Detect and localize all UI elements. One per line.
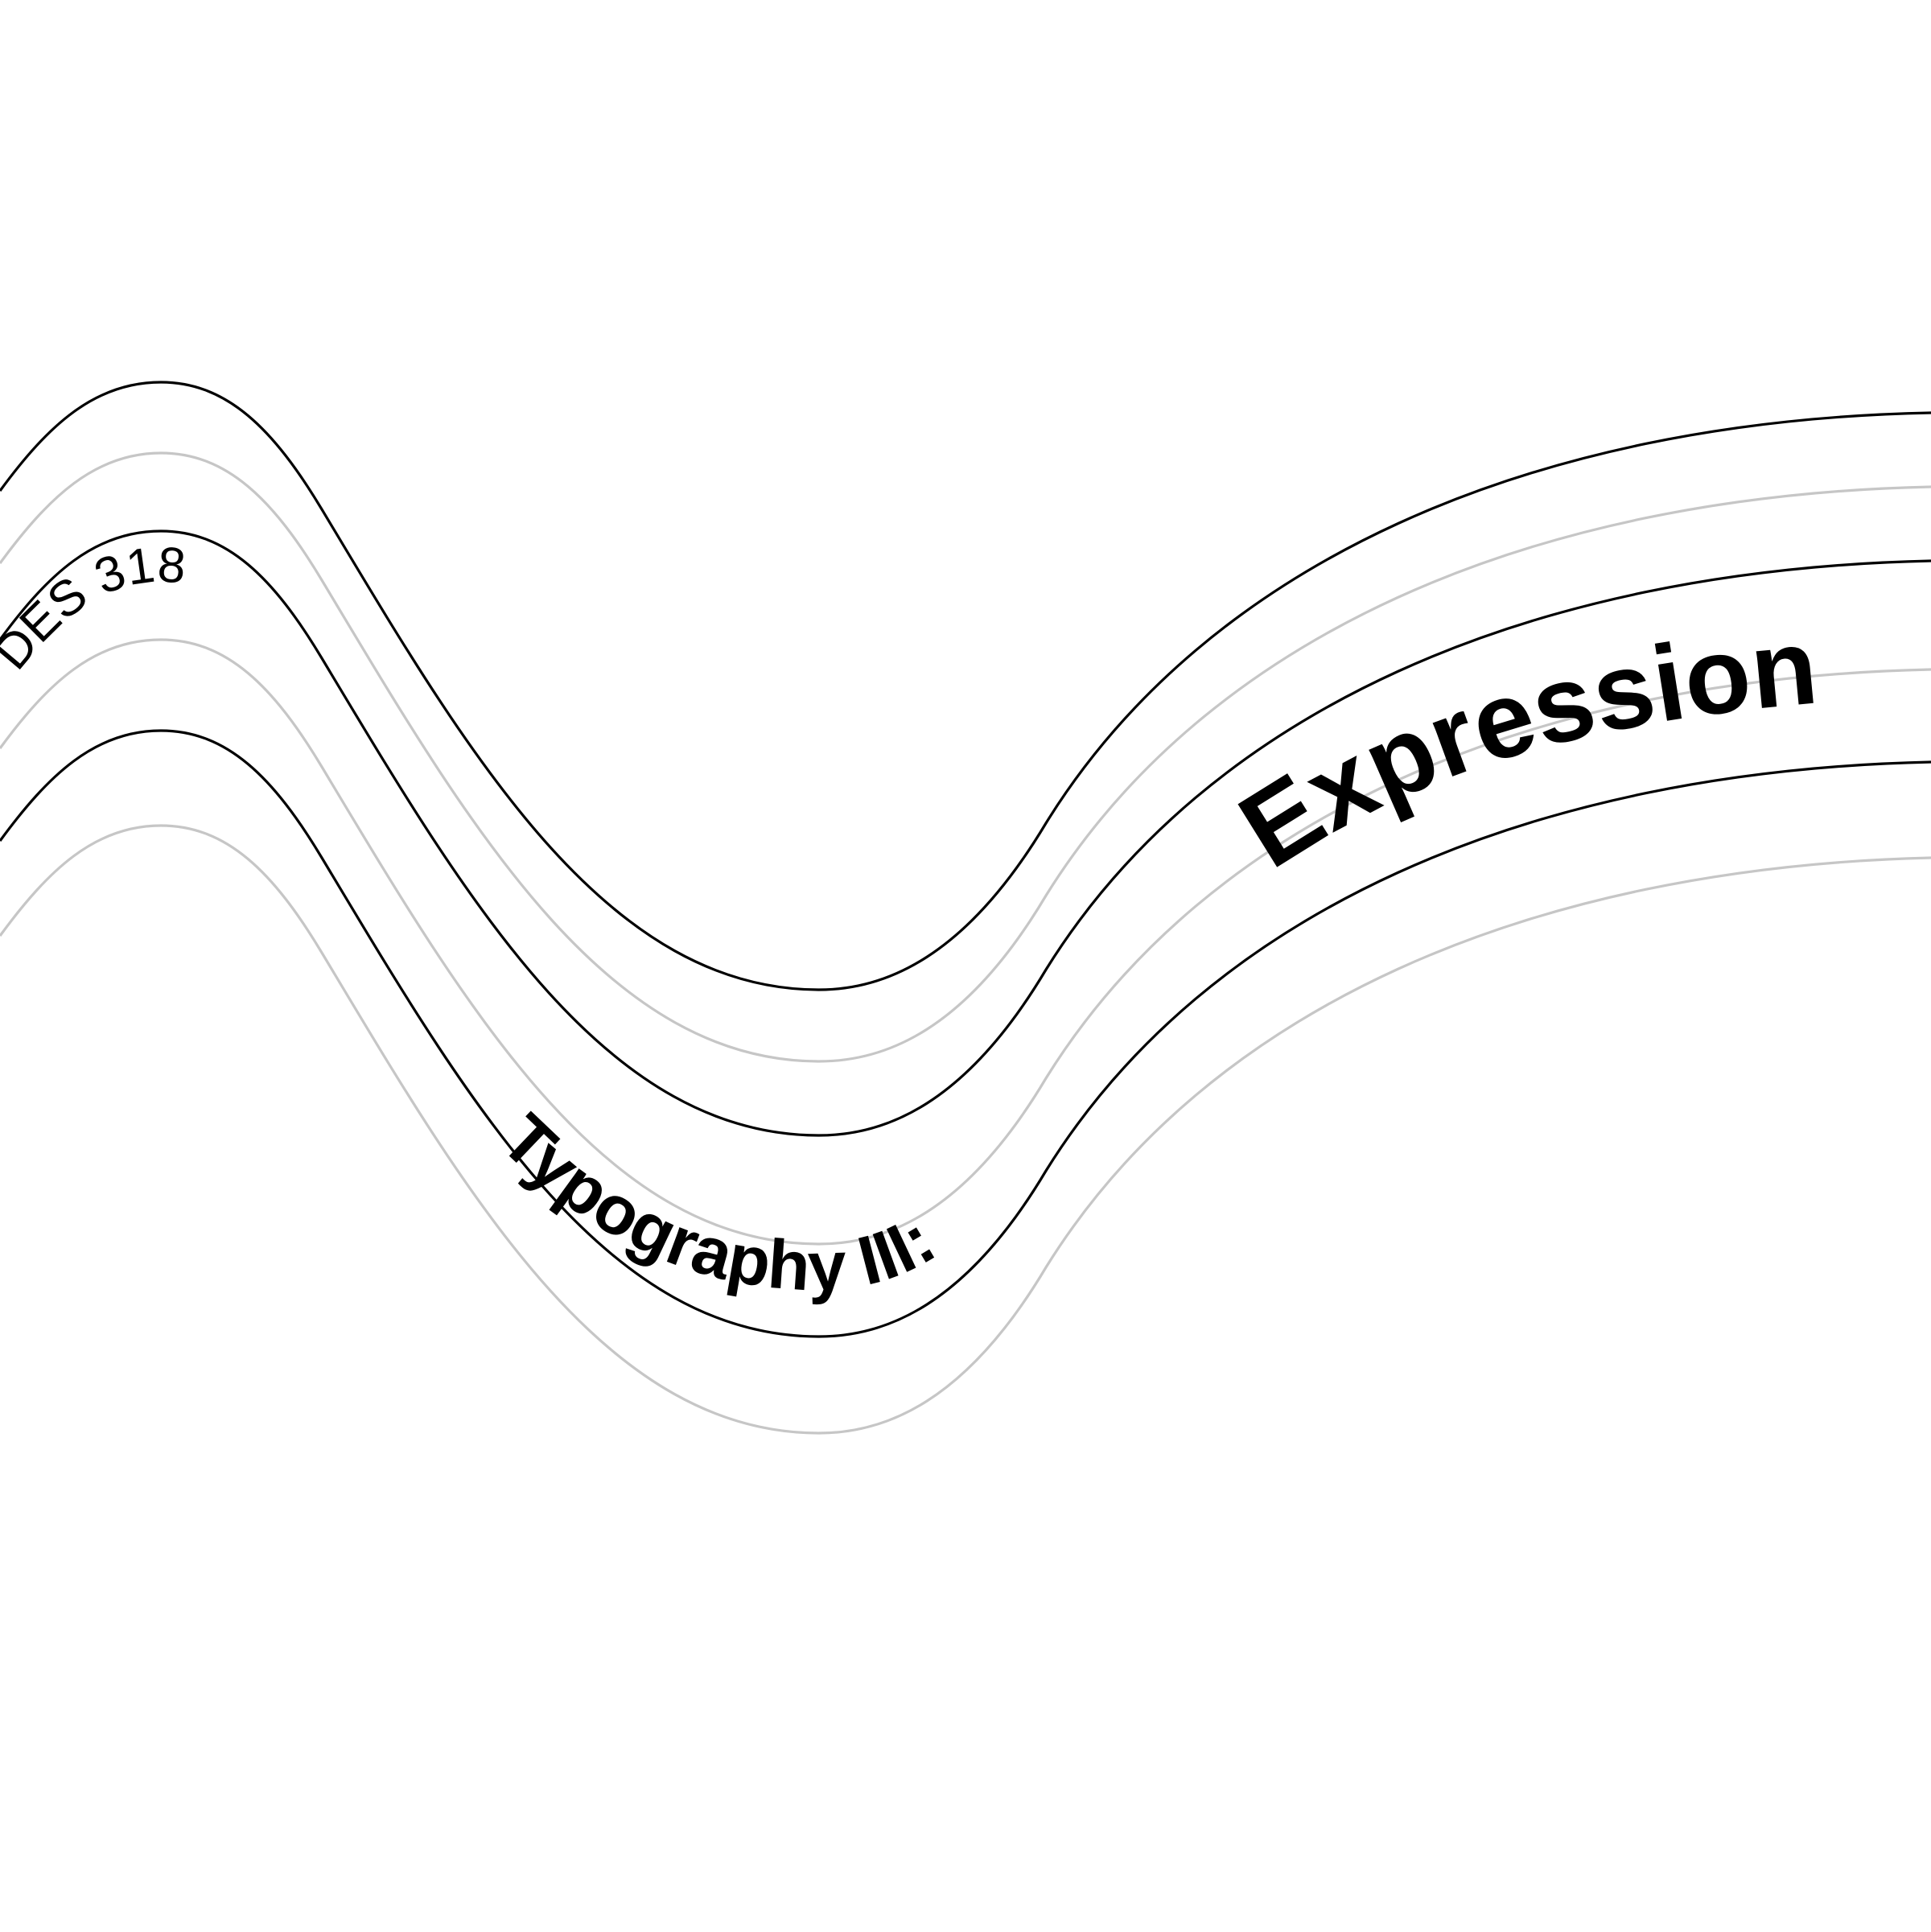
course-subtitle-label: Expression bbox=[1220, 606, 1822, 891]
course-name-label: Typography III: bbox=[487, 1100, 948, 1306]
wave-line-black-3 bbox=[0, 729, 1931, 1338]
wave-line-black-1 bbox=[0, 381, 1931, 991]
wave-line-grey-3 bbox=[0, 824, 1931, 1435]
wave-line-grey-2 bbox=[0, 638, 1931, 1246]
wave-line-black-2 bbox=[0, 529, 1931, 1137]
wave-line-grey-1 bbox=[0, 451, 1931, 1063]
course-code-label: DES 318 bbox=[0, 537, 187, 680]
